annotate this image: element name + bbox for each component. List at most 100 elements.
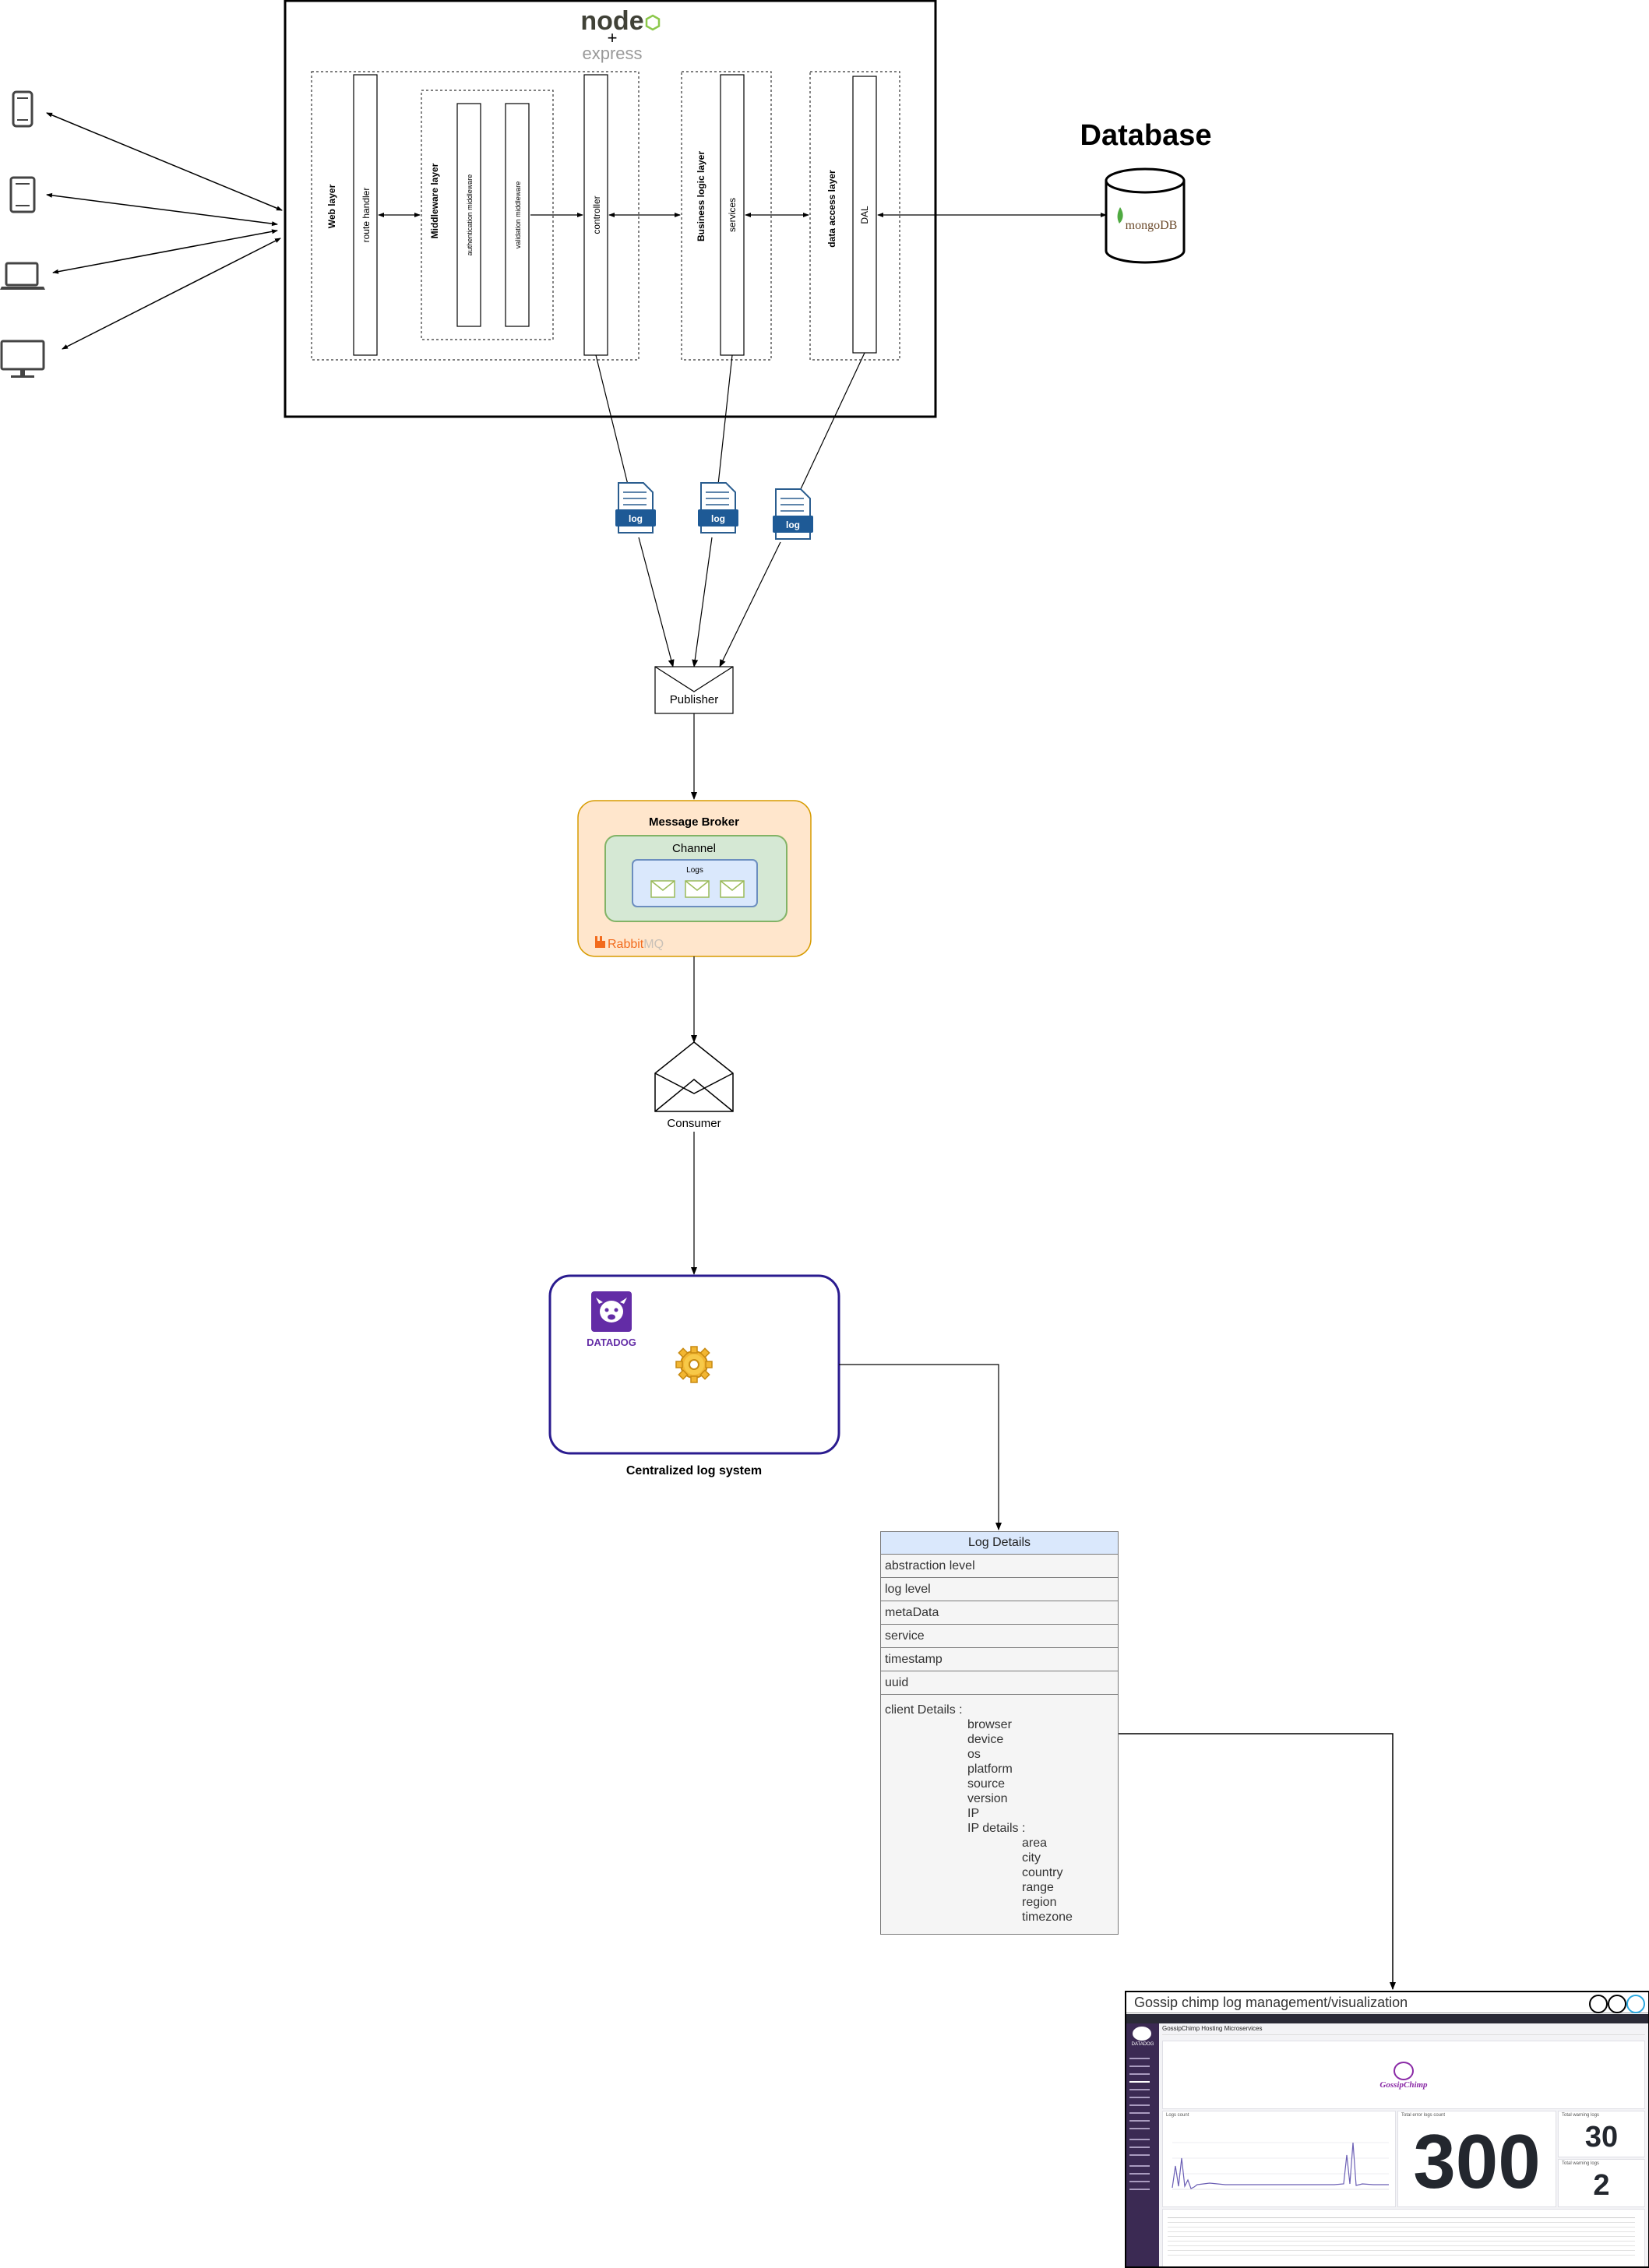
banner-panel: GossipChimp: [1162, 2041, 1645, 2109]
logs-count-panel: Logs count: [1162, 2111, 1396, 2207]
publisher-envelope-icon: [654, 666, 734, 714]
sidebar-menu-item[interactable]: [1129, 2154, 1150, 2156]
log-field-row: log level: [881, 1578, 1118, 1601]
table-row: [1168, 2236, 1635, 2237]
panel-title: Total error logs count: [1401, 2113, 1446, 2118]
queued-message-icon: [650, 880, 675, 898]
logs-queue-label: Logs: [686, 866, 703, 875]
publisher-label: Publisher: [670, 693, 719, 706]
dashboard-window: Gossip chimp log management/visualizatio…: [1125, 1991, 1649, 2268]
queued-message-icon: [720, 880, 745, 898]
log-field-row: timestamp: [881, 1648, 1118, 1671]
client-field: os: [967, 1748, 981, 1761]
rabbitmq-wordmark: RabbitMQ: [608, 938, 664, 951]
sidebar-brand: DATADOG: [1131, 2042, 1154, 2047]
table-row: [1168, 2245, 1635, 2246]
client-field: device: [967, 1733, 1004, 1746]
sidebar-menu-item[interactable]: [1129, 2165, 1150, 2167]
sidebar-menu-item[interactable]: [1129, 2058, 1150, 2059]
dashboard-main: GossipChimp Hosting Microservices Gossip…: [1159, 2023, 1648, 2266]
client-field: platform: [967, 1763, 1013, 1776]
client-request-arrows: [46, 112, 283, 350]
dashboard-title: Gossip chimp log management/visualizatio…: [1126, 1992, 1648, 2013]
services-label: services: [727, 198, 738, 232]
consumer-open-envelope-icon: [654, 1041, 734, 1112]
log-details-table: Log Details abstraction level log level …: [880, 1531, 1119, 1935]
controller-label: controller: [591, 195, 602, 234]
window-circle-button[interactable]: [1626, 1995, 1645, 2013]
sidebar-menu-item[interactable]: [1129, 2112, 1150, 2114]
ip-field: timezone: [1022, 1911, 1073, 1924]
log-file-icon: log: [698, 482, 738, 534]
data-access-layer-label: data access layer: [826, 170, 837, 248]
client-field: browser: [967, 1718, 1012, 1731]
log-table-header: [1168, 2217, 1635, 2218]
channel-label: Channel: [672, 842, 716, 855]
panel-title: Total warning logs: [1562, 2113, 1600, 2118]
sidebar-menu-item[interactable]: [1129, 2128, 1150, 2129]
node-logo-text: node: [580, 6, 643, 36]
table-row: [1168, 2231, 1635, 2232]
web-layer-group: [311, 71, 640, 361]
tablet-icon: [9, 176, 36, 213]
log-file-icon: log: [615, 482, 656, 534]
ip-field: city: [1022, 1851, 1041, 1865]
queued-message-icon: [685, 880, 710, 898]
sidebar-menu-item[interactable]: [1129, 2146, 1150, 2148]
sidebar-menu-item[interactable]: [1129, 2189, 1150, 2190]
services-box: [720, 74, 745, 356]
sidebar-menu-item[interactable]: [1129, 2089, 1150, 2090]
desktop-monitor-icon: [0, 340, 45, 378]
validation-middleware-label: validation middleware: [514, 181, 522, 249]
stat-value: 2: [1593, 2169, 1610, 2202]
server-container: [284, 0, 937, 418]
client-field: IP: [967, 1807, 980, 1820]
dashboard-app-title: GossipChimp Hosting Microservices: [1162, 2025, 1263, 2032]
datadog-wordmark: DATADOG: [587, 1336, 636, 1348]
stat-value: 30: [1584, 2121, 1619, 2154]
web-layer-label: Web layer: [326, 184, 337, 228]
window-circle-button[interactable]: [1589, 1995, 1608, 2013]
table-row: [1168, 2255, 1635, 2256]
client-field: version: [967, 1792, 1008, 1805]
table-row: [1168, 2250, 1635, 2251]
log-table-panel: [1162, 2209, 1645, 2266]
sidebar-menu-item[interactable]: [1129, 2139, 1150, 2140]
ip-field: country: [1022, 1866, 1063, 1879]
log-file-icon: log: [773, 488, 813, 540]
sidebar-menu-item[interactable]: [1129, 2173, 1150, 2175]
mongodb-label: mongoDB: [1126, 219, 1178, 232]
table-row: [1168, 2227, 1635, 2228]
sidebar-menu-item[interactable]: [1129, 2073, 1150, 2075]
panel-title: Logs count: [1166, 2113, 1189, 2118]
logging-lines: [595, 352, 865, 491]
middleware-layer-group: [421, 90, 554, 340]
middleware-layer-label: Middleware layer: [429, 163, 440, 238]
log-file-label: log: [629, 513, 643, 524]
express-logo-text: express: [582, 44, 642, 63]
sidebar-menu-item[interactable]: [1129, 2120, 1150, 2122]
browser-toolbar: [1126, 2014, 1648, 2023]
datadog-logo: DATADOG: [587, 1291, 636, 1348]
log-file-label: log: [786, 519, 800, 530]
sidebar-menu-item[interactable]: [1129, 2097, 1150, 2098]
phone-icon: [12, 90, 33, 128]
business-layer-label: Business logic layer: [696, 151, 706, 241]
dal-label: DAL: [859, 206, 870, 224]
client-details-title: client Details :: [885, 1703, 963, 1717]
window-circle-button[interactable]: [1608, 1995, 1626, 2013]
auth-middleware-box: [456, 103, 481, 327]
details-to-dashboard-arrow: [1118, 1733, 1396, 1990]
consumer-label: Consumer: [667, 1117, 721, 1130]
log-file-label: log: [711, 513, 725, 524]
laptop-icon: [0, 262, 45, 290]
sidebar-menu-item[interactable]: [1129, 2081, 1150, 2083]
gossipchimp-logo-text: GossipChimp: [1379, 2080, 1428, 2090]
warning-logs-panel: Total warning logs 30: [1558, 2111, 1645, 2157]
sidebar-menu-item[interactable]: [1129, 2181, 1150, 2182]
sidebar-menu-item[interactable]: [1129, 2066, 1150, 2067]
client-details-block: client Details : browser device os platf…: [881, 1695, 1118, 1934]
message-broker-title: Message Broker: [649, 815, 739, 829]
sidebar-menu-item[interactable]: [1129, 2104, 1150, 2106]
